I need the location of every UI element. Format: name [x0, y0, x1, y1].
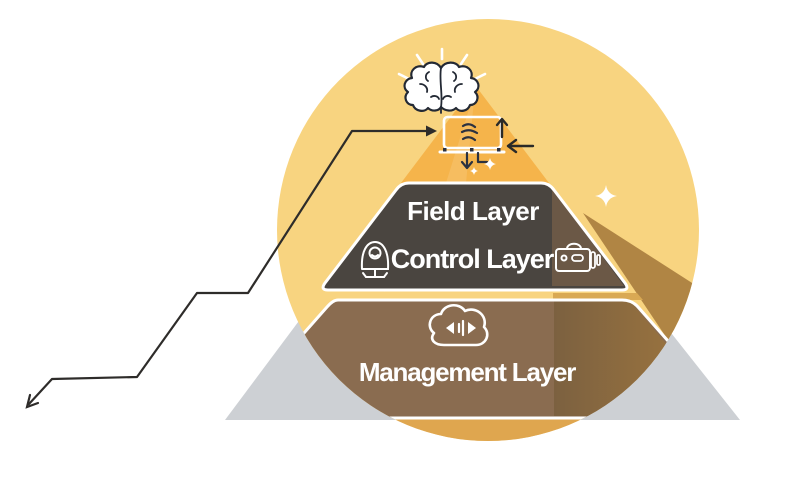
down-left-arrowhead-icon: [25, 393, 40, 409]
control-layer-label: Control Layer: [391, 244, 555, 274]
cloud-sync-icon: [428, 304, 489, 347]
down-arrow-icon: [460, 151, 489, 170]
management-band-outline: [277, 298, 699, 420]
dome-camera-icon: [360, 240, 390, 278]
cloud-right-triangle: [468, 322, 476, 334]
monitor-data-icon: [438, 115, 535, 170]
cloud-left-triangle: [446, 322, 454, 334]
zigzag-arrow-line: [25, 125, 437, 409]
sun-brain-icon: [397, 47, 487, 114]
field-layer-label: Field Layer: [407, 196, 539, 226]
gap-strip-group: [553, 293, 643, 300]
up-arrow-icon: [495, 117, 509, 139]
left-arrow-icon: [506, 138, 535, 154]
sparkle-icon: [595, 185, 617, 207]
monitor-base-dots: [443, 148, 501, 152]
toolbox-icon: [555, 242, 601, 272]
field-control-band-outline: [321, 181, 629, 292]
cloud-bars: [457, 319, 465, 337]
right-arrowhead-icon: [426, 125, 437, 137]
right-shade-wedge: [583, 213, 699, 340]
field-control-band: [323, 183, 627, 290]
sparkle-icon-tiny: [470, 167, 478, 175]
brain-folds: [419, 67, 463, 114]
sparkle-icon-small: [484, 158, 496, 170]
zigzag-path: [27, 129, 431, 406]
pyramid-apex-section: [401, 85, 549, 183]
cloud-outline: [428, 304, 489, 347]
management-layer-label: Management Layer: [359, 357, 576, 387]
data-wave-glyph: [460, 123, 479, 142]
gap-strip-shade: [553, 293, 643, 300]
